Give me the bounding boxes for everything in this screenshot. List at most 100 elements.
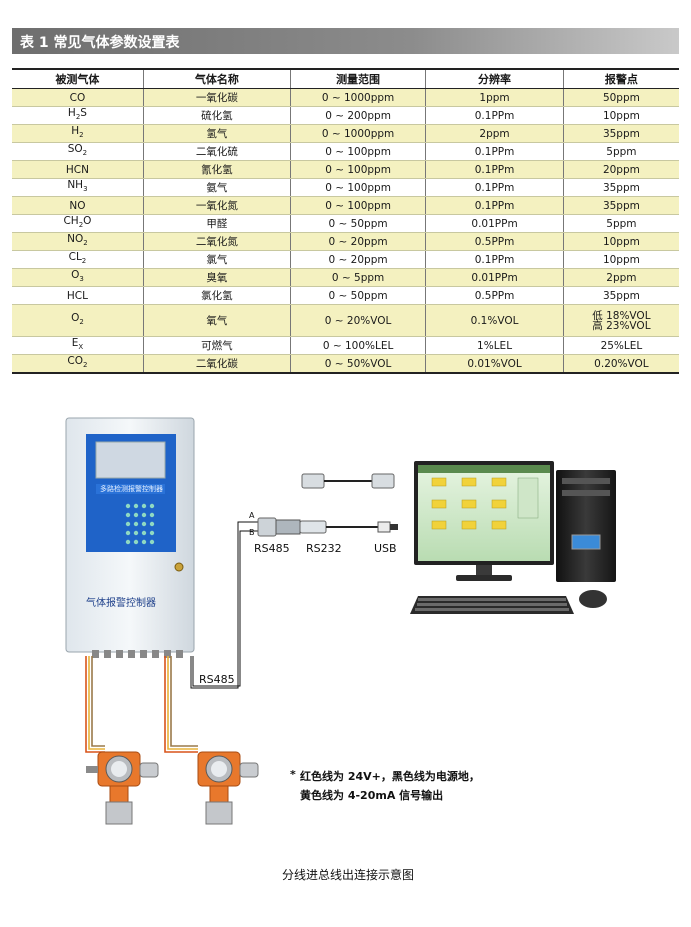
cell-gas: CH2O bbox=[12, 214, 144, 233]
header-range: 测量范围 bbox=[289, 68, 427, 89]
cell-alarm-point: 10ppm bbox=[562, 232, 679, 251]
table-header-row: 被测气体 气体名称 测量范围 分辨率 报警点 bbox=[12, 68, 679, 89]
cell-resolution: 1ppm bbox=[425, 88, 564, 107]
cell-gas-name: 二氧化碳 bbox=[142, 354, 291, 374]
cable-glands bbox=[92, 650, 183, 658]
cell-gas: HCL bbox=[12, 286, 144, 305]
mouse bbox=[579, 590, 607, 608]
controller-screen-text: 多路检测报警控制器 bbox=[100, 485, 163, 493]
key-lock-icon bbox=[174, 562, 184, 572]
cell-gas: H2S bbox=[12, 106, 144, 125]
serial-cable bbox=[301, 473, 395, 489]
cell-range: 0 ~ 20ppm bbox=[289, 250, 427, 269]
connector-label-rs232: RS232 bbox=[306, 542, 342, 555]
cell-gas-name: 硫化氢 bbox=[142, 106, 291, 125]
gas-detector-2 bbox=[197, 751, 259, 825]
cell-alarm-point: 50ppm bbox=[562, 88, 679, 107]
cell-resolution: 0.01PPm bbox=[425, 268, 564, 287]
gas-alarm-controller bbox=[65, 417, 195, 658]
cell-gas-name: 甲醛 bbox=[142, 214, 291, 233]
cell-range: 0 ~ 20ppm bbox=[289, 232, 427, 251]
cell-alarm-point: 5ppm bbox=[562, 142, 679, 161]
cell-range: 0 ~ 1000ppm bbox=[289, 124, 427, 143]
wire-label-a: A bbox=[249, 511, 255, 520]
wiring-note-line-2: 黄色线为 4-20mA 信号输出 bbox=[300, 789, 444, 802]
controller-label: 气体报警控制器 bbox=[86, 598, 156, 609]
cell-gas: NO2 bbox=[12, 232, 144, 251]
cell-gas-name: 氧气 bbox=[142, 304, 291, 337]
cell-range: 0 ~ 100ppm bbox=[289, 142, 427, 161]
cell-range: 0 ~ 100%LEL bbox=[289, 336, 427, 355]
controller-keypad bbox=[125, 503, 155, 545]
wire-label-b: B bbox=[249, 528, 255, 537]
cell-gas-name: 一氧化碳 bbox=[142, 88, 291, 107]
cell-gas-name: 氢气 bbox=[142, 124, 291, 143]
cell-gas: O2 bbox=[12, 304, 144, 337]
cell-range: 0 ~ 100ppm bbox=[289, 178, 427, 197]
cell-alarm-point: 35ppm bbox=[562, 178, 679, 197]
monitor-tiles bbox=[431, 477, 507, 530]
cell-resolution: 0.1PPm bbox=[425, 160, 564, 179]
cell-gas: CO bbox=[12, 88, 144, 107]
cell-alarm-point: 25%LEL bbox=[562, 336, 679, 355]
cell-range: 0 ~ 20%VOL bbox=[289, 304, 427, 337]
connector-label-usb: USB bbox=[374, 542, 397, 555]
cell-range: 0 ~ 200ppm bbox=[289, 106, 427, 125]
cell-gas-name: 臭氧 bbox=[142, 268, 291, 287]
cell-gas: O3 bbox=[12, 268, 144, 287]
rs485-rs232-converter bbox=[257, 517, 398, 537]
cell-gas-name: 二氧化硫 bbox=[142, 142, 291, 161]
header-alarm-point: 报警点 bbox=[562, 68, 679, 89]
cell-alarm-point: 5ppm bbox=[562, 214, 679, 233]
monitoring-computer bbox=[410, 461, 616, 614]
bus-label-rs485: RS485 bbox=[199, 673, 235, 686]
cell-gas: NO bbox=[12, 196, 144, 215]
cell-resolution: 0.5PPm bbox=[425, 286, 564, 305]
cell-resolution: 0.1PPm bbox=[425, 250, 564, 269]
cell-resolution: 0.01PPm bbox=[425, 214, 564, 233]
cell-resolution: 0.1PPm bbox=[425, 178, 564, 197]
cell-gas-name: 氨气 bbox=[142, 178, 291, 197]
cell-range: 0 ~ 100ppm bbox=[289, 196, 427, 215]
cell-resolution: 0.01%VOL bbox=[425, 354, 564, 374]
gas-detector-1 bbox=[86, 751, 159, 825]
controller-screen-text-bar bbox=[96, 484, 165, 494]
cell-gas: NH3 bbox=[12, 178, 144, 197]
controller-lcd bbox=[95, 441, 166, 479]
cell-range: 0 ~ 5ppm bbox=[289, 268, 427, 287]
cell-resolution: 2ppm bbox=[425, 124, 564, 143]
cell-gas-name: 氯化氢 bbox=[142, 286, 291, 305]
header-gas: 被测气体 bbox=[12, 68, 144, 89]
header-gas-name: 气体名称 bbox=[142, 68, 291, 89]
header-resolution: 分辨率 bbox=[425, 68, 564, 89]
cell-gas: CO2 bbox=[12, 354, 144, 374]
cell-alarm-point: 0.20%VOL bbox=[562, 354, 679, 374]
pc-tower bbox=[556, 470, 616, 582]
cell-alarm-point: 10ppm bbox=[562, 250, 679, 269]
cell-gas: EX bbox=[12, 336, 144, 355]
detector-cables bbox=[85, 656, 198, 753]
cell-alarm-point: 2ppm bbox=[562, 268, 679, 287]
cell-gas-name: 一氧化氮 bbox=[142, 196, 291, 215]
rs485-bus bbox=[190, 521, 258, 689]
cell-gas-name: 可燃气 bbox=[142, 336, 291, 355]
note-star: * bbox=[290, 768, 296, 781]
cell-alarm-point: 35ppm bbox=[562, 286, 679, 305]
cell-gas: HCN bbox=[12, 160, 144, 179]
cell-resolution: 0.1PPm bbox=[425, 142, 564, 161]
cell-alarm-point: 35ppm bbox=[562, 196, 679, 215]
